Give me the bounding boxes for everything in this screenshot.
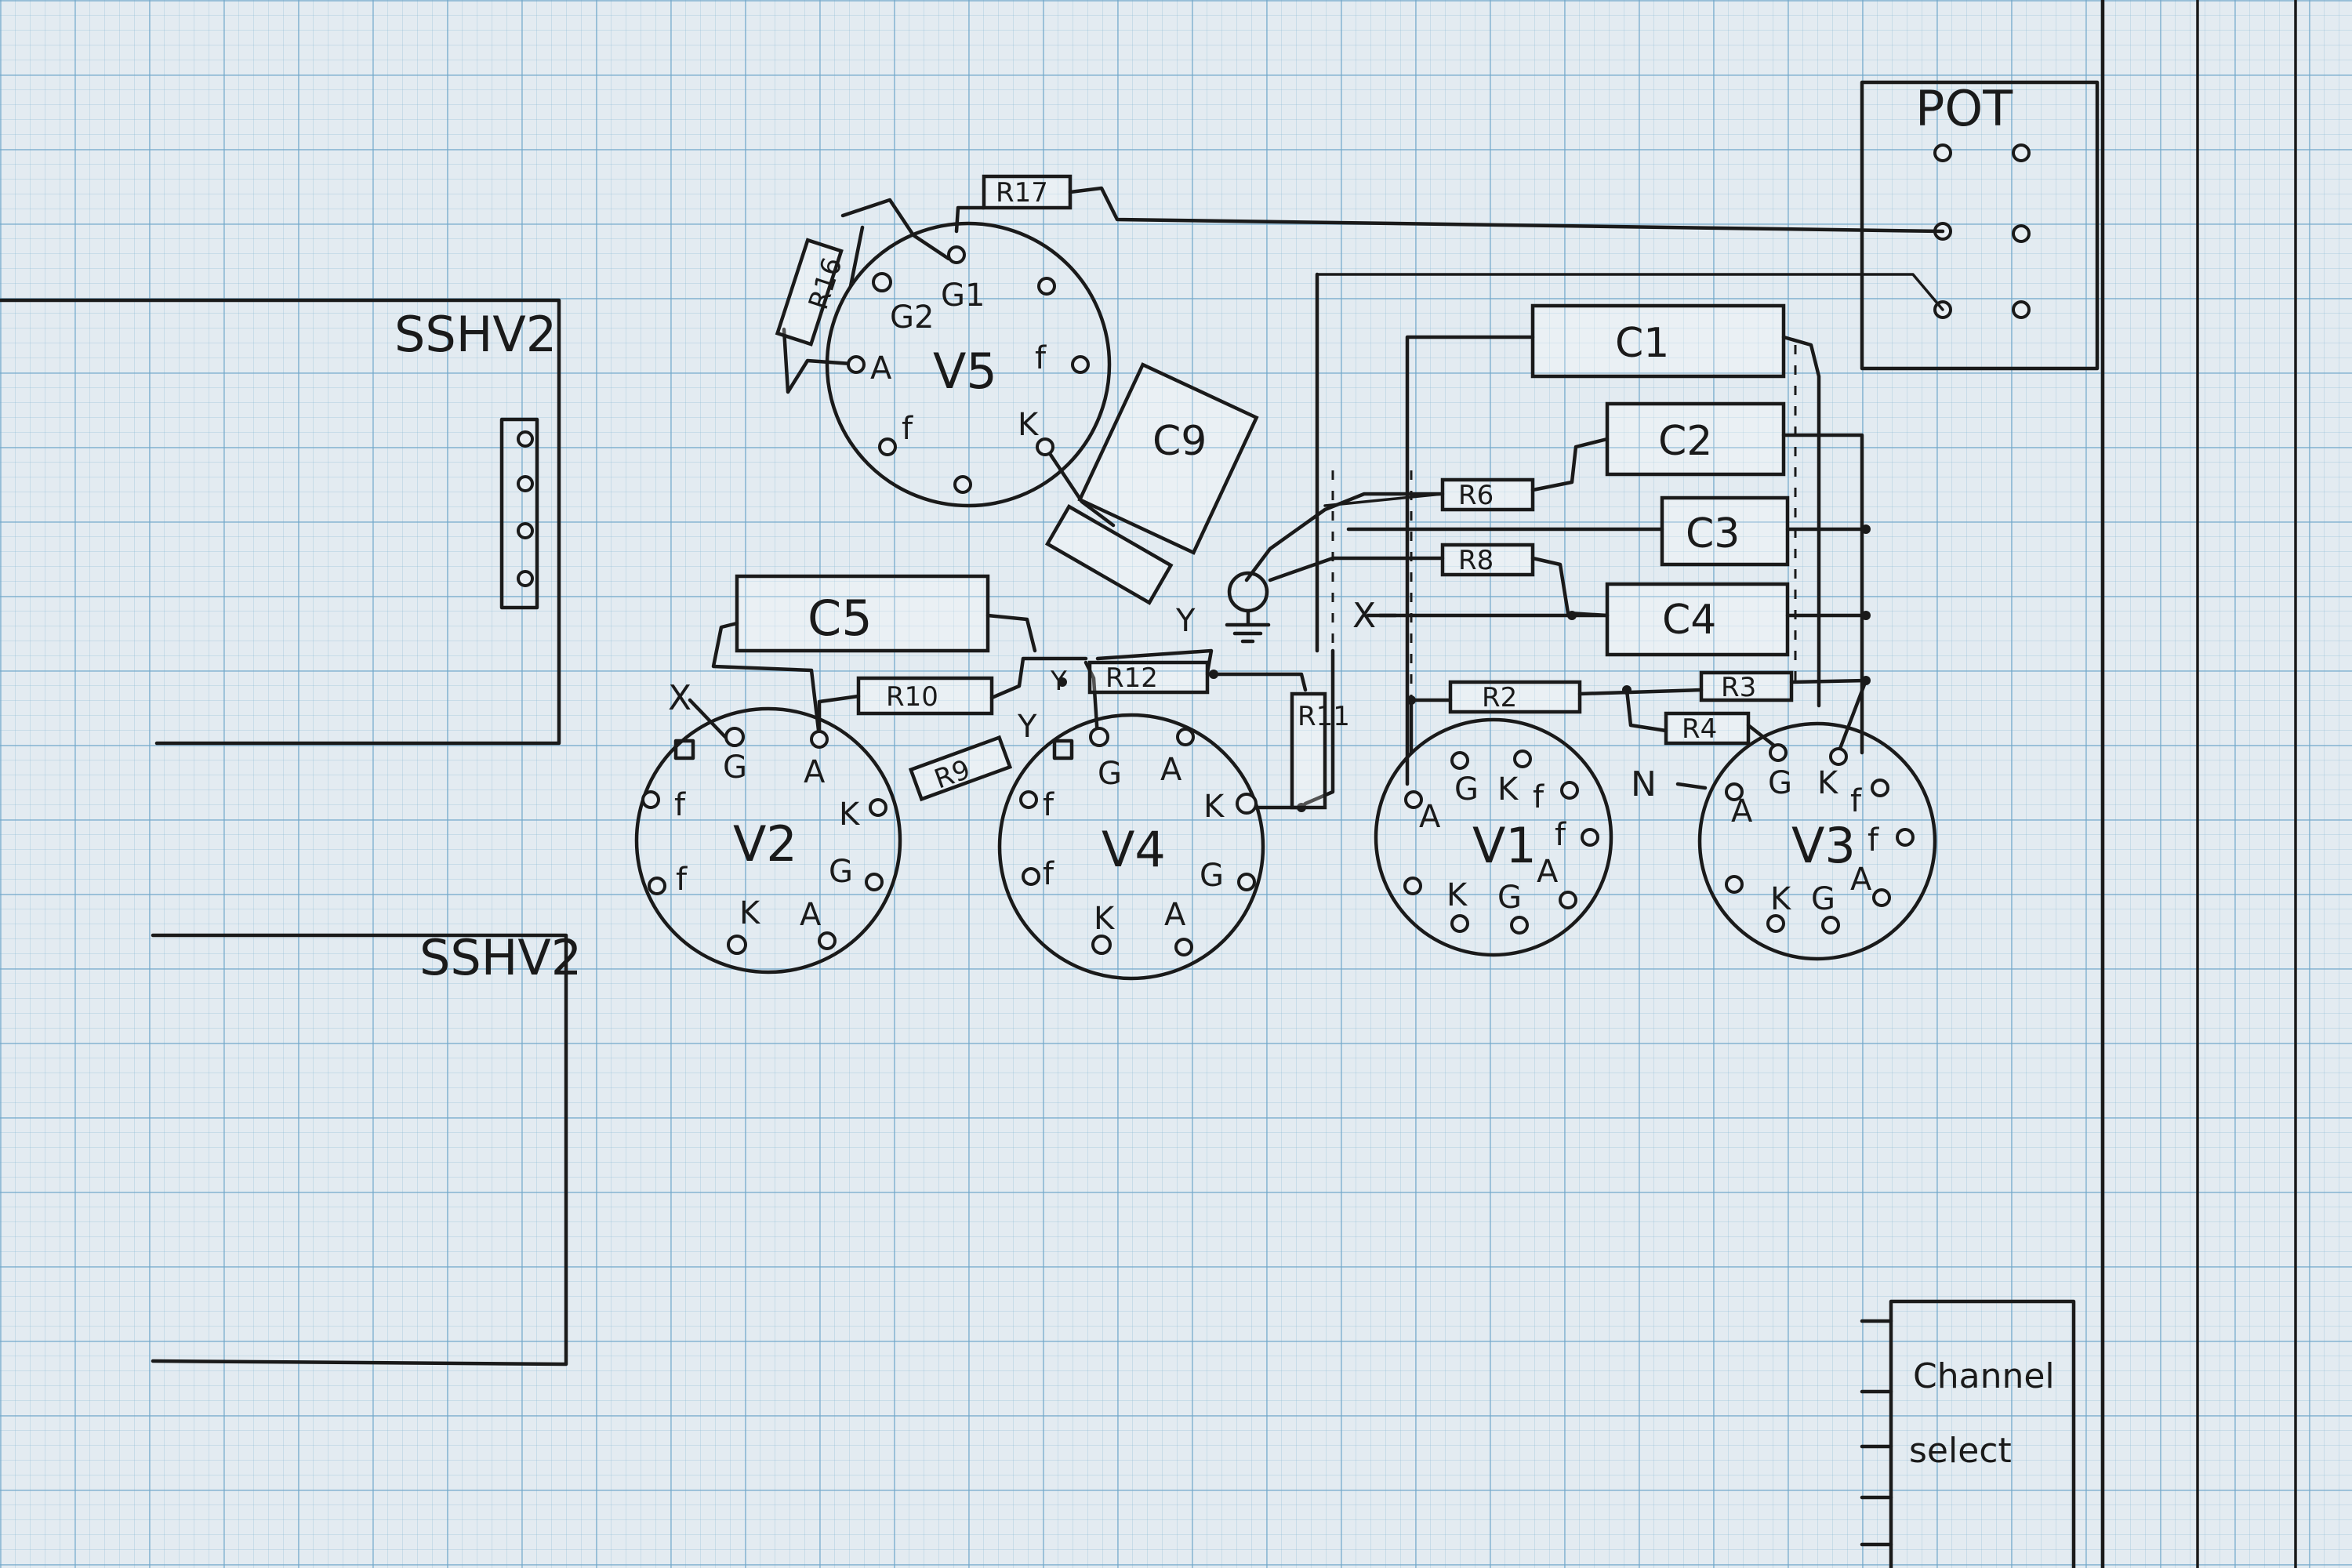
- svg-text:R8: R8: [1458, 545, 1494, 576]
- resistor-r11: R11: [1290, 691, 1350, 810]
- svg-text:G: G: [723, 750, 747, 786]
- svg-text:G2: G2: [890, 299, 934, 336]
- sshv2-bottom-label: SSHV2: [419, 929, 582, 986]
- svg-text:f: f: [1850, 783, 1862, 819]
- pot-label: POT: [1915, 80, 2013, 137]
- sshv2-top-label: SSHV2: [394, 306, 557, 363]
- svg-text:A: A: [870, 350, 892, 387]
- svg-text:f: f: [1043, 787, 1054, 823]
- svg-text:K: K: [1203, 789, 1225, 825]
- svg-text:C2: C2: [1658, 418, 1712, 465]
- svg-text:C3: C3: [1686, 510, 1740, 557]
- svg-text:K: K: [1446, 877, 1468, 913]
- sshv2-board-top: SSHV2: [0, 298, 561, 746]
- svg-text:K: K: [1497, 771, 1519, 808]
- valve-v3: V3 A G K f f A K G: [1697, 721, 1937, 961]
- svg-text:V5: V5: [933, 343, 997, 400]
- resistor-r17: R17: [982, 174, 1073, 210]
- svg-text:A: A: [800, 897, 822, 933]
- svg-text:G: G: [829, 854, 853, 890]
- capacitor-c2: C2: [1605, 401, 1786, 477]
- svg-text:V2: V2: [733, 815, 797, 873]
- capacitor-c3: C3: [1660, 495, 1790, 567]
- svg-text:R17: R17: [996, 177, 1048, 209]
- svg-text:V3: V3: [1791, 817, 1856, 874]
- valve-v1: V1 A G K f f A K G: [1374, 717, 1613, 957]
- unlabeled-component: [1044, 504, 1174, 605]
- svg-text:K: K: [739, 895, 761, 931]
- svg-text:f: f: [674, 787, 686, 823]
- svg-text:G: G: [1200, 858, 1224, 894]
- svg-text:R4: R4: [1682, 713, 1717, 745]
- svg-text:K: K: [1094, 901, 1116, 937]
- resistor-r6: R6: [1440, 477, 1535, 512]
- select-label: select: [1909, 1431, 2012, 1471]
- node-x-left: X: [668, 678, 691, 718]
- svg-text:f: f: [1867, 822, 1879, 858]
- svg-text:K: K: [1018, 407, 1040, 443]
- svg-text:G: G: [1768, 765, 1792, 801]
- svg-text:G: G: [1497, 880, 1522, 916]
- svg-text:C4: C4: [1662, 597, 1716, 644]
- resistor-r16: R16: [775, 238, 849, 347]
- valve-v2: V2 G A f K f G K A: [634, 706, 902, 975]
- node-y-r12: Y: [1050, 666, 1067, 697]
- ground-node: [1225, 571, 1271, 644]
- svg-text:f: f: [1043, 856, 1054, 892]
- node-x-right: X: [1352, 596, 1376, 636]
- svg-text:K: K: [839, 797, 861, 833]
- svg-text:A: A: [804, 754, 826, 790]
- svg-text:A: A: [1160, 752, 1182, 788]
- svg-text:A: A: [1731, 793, 1753, 829]
- svg-text:V4: V4: [1102, 821, 1166, 878]
- node-y-r9: Y: [1017, 709, 1037, 745]
- resistor-r12: R12: [1087, 660, 1210, 695]
- svg-text:G: G: [1811, 881, 1835, 917]
- svg-text:K: K: [1817, 765, 1839, 801]
- svg-text:C1: C1: [1615, 320, 1669, 367]
- svg-text:R12: R12: [1105, 662, 1158, 694]
- resistor-r3: R3: [1699, 670, 1794, 703]
- sshv2-board-bottom: SSHV2: [151, 929, 582, 1367]
- svg-text:C9: C9: [1152, 418, 1207, 465]
- svg-text:A: A: [1850, 862, 1872, 898]
- resistor-r8: R8: [1440, 543, 1535, 577]
- svg-text:R10: R10: [886, 681, 938, 713]
- svg-text:R2: R2: [1482, 682, 1517, 713]
- svg-text:R3: R3: [1721, 672, 1756, 703]
- node-y-ground: Y: [1175, 603, 1196, 639]
- resistor-r2: R2: [1448, 680, 1582, 714]
- svg-text:f: f: [902, 411, 913, 447]
- svg-text:K: K: [1770, 881, 1792, 917]
- svg-text:f: f: [1035, 340, 1047, 376]
- capacitor-c1: C1: [1530, 303, 1786, 379]
- capacitor-c4: C4: [1605, 582, 1790, 657]
- svg-text:A: A: [1164, 897, 1186, 933]
- channel-label: Channel: [1913, 1356, 2055, 1396]
- resistor-r4: R4: [1664, 711, 1751, 746]
- svg-text:C5: C5: [808, 590, 873, 647]
- pot-box: POT: [1860, 80, 2100, 371]
- node-n: N: [1631, 764, 1657, 804]
- resistor-r9: R9: [908, 735, 1013, 802]
- svg-text:V1: V1: [1472, 817, 1537, 874]
- svg-text:A: A: [1537, 854, 1559, 890]
- svg-text:R11: R11: [1298, 701, 1350, 732]
- svg-text:A: A: [1419, 799, 1441, 835]
- capacitor-c5: C5: [735, 574, 990, 653]
- valve-v4: V4 G A f K f G K A: [997, 713, 1265, 981]
- svg-text:G: G: [1454, 771, 1479, 808]
- valve-v5: V5 G1 G2 A f f K: [825, 221, 1112, 508]
- svg-text:R6: R6: [1458, 480, 1494, 511]
- svg-text:f: f: [1533, 779, 1544, 815]
- resistor-r10: R10: [856, 676, 994, 716]
- svg-text:G: G: [1098, 756, 1122, 792]
- channel-select-switch: Channel select: [1860, 1299, 2076, 1568]
- capacitor-c9: C9: [1077, 362, 1259, 555]
- svg-text:G1: G1: [941, 278, 985, 314]
- svg-text:f: f: [1555, 817, 1566, 853]
- svg-text:f: f: [676, 862, 688, 898]
